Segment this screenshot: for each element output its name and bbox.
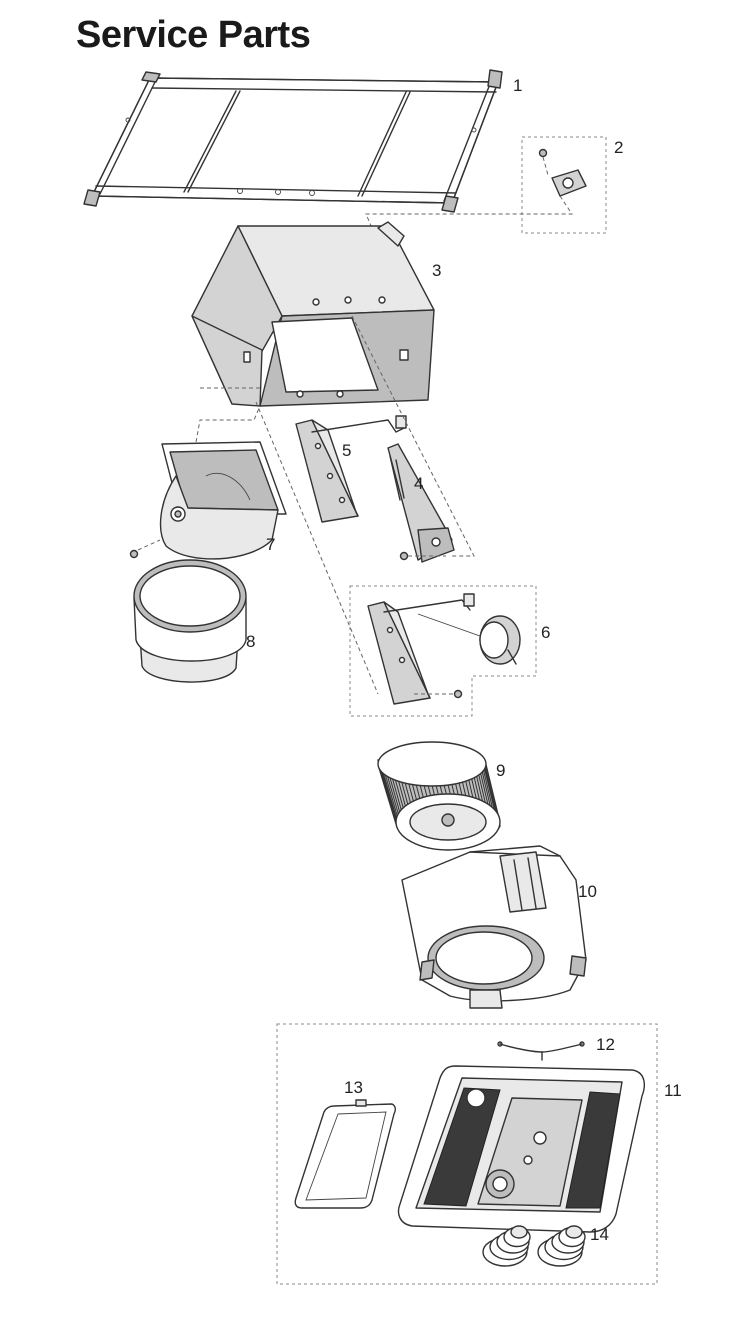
motor-plate — [295, 415, 407, 523]
part-labels: 1 2 3 4 5 6 7 8 9 10 11 12 13 14 — [246, 76, 682, 1244]
blower-wheel — [377, 741, 501, 851]
lamp-bulbs — [482, 1225, 586, 1267]
page-title: Service Parts — [76, 14, 311, 56]
part-label-5: 5 — [342, 441, 351, 460]
spiral-lamp — [537, 1225, 586, 1267]
duct-adapter — [133, 559, 247, 683]
wiring-plate — [351, 315, 475, 563]
part-label-3: 3 — [432, 261, 441, 280]
light-grille — [397, 1065, 645, 1233]
part-label-9: 9 — [496, 761, 505, 780]
grille-assembly-box — [276, 1023, 658, 1285]
fan-housing — [191, 221, 435, 407]
grille-spring — [497, 1041, 585, 1061]
duct-connector — [129, 405, 287, 560]
part-label-2: 2 — [614, 138, 623, 157]
part-label-11: 11 — [664, 1081, 682, 1100]
mounting-bracket-frame — [83, 69, 503, 213]
light-lens — [294, 1099, 397, 1209]
part-label-10: 10 — [578, 882, 597, 901]
blower-scroll-housing — [401, 845, 587, 1009]
part-label-14: 14 — [590, 1225, 609, 1244]
motor-assembly — [255, 401, 537, 717]
spiral-lamp — [482, 1225, 531, 1267]
part-label-13: 13 — [344, 1078, 363, 1097]
part-label-1: 1 — [513, 76, 522, 95]
part-label-4: 4 — [414, 474, 423, 493]
part-label-7: 7 — [266, 535, 275, 554]
damper-bracket — [365, 136, 607, 234]
part-label-8: 8 — [246, 632, 255, 651]
part-label-6: 6 — [541, 623, 550, 642]
part-label-12: 12 — [596, 1035, 615, 1054]
